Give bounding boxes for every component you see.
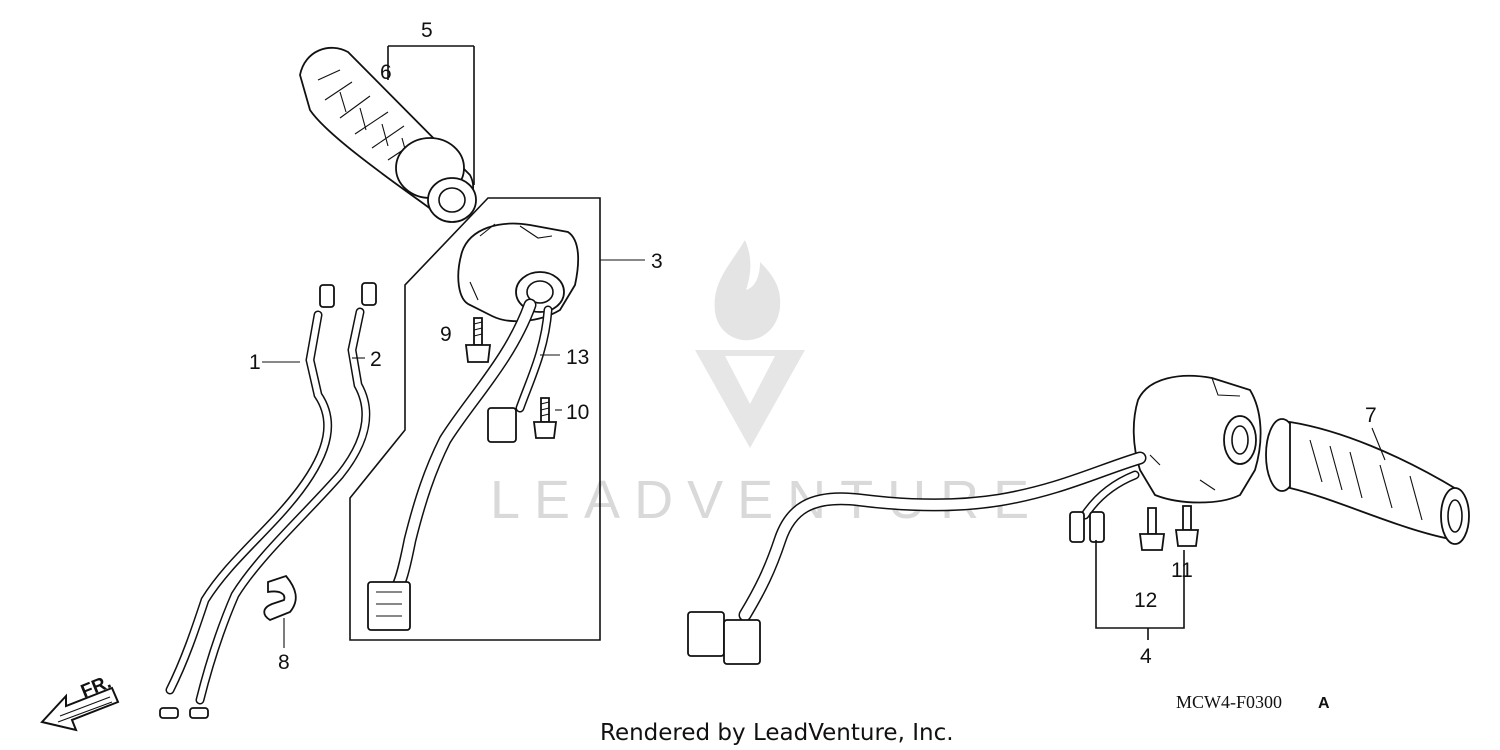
screw-part-10 (532, 397, 558, 439)
left-switch-housing-part-3 (349, 197, 601, 641)
callout-7: 7 (1365, 404, 1377, 427)
callout-13: 13 (566, 346, 589, 369)
diagram-code-suffix: A (1318, 695, 1330, 712)
callout-10: 10 (566, 401, 589, 424)
callout-1: 1 (249, 351, 261, 374)
diagram-code: MCW4-F0300 (1176, 692, 1282, 712)
left-wire-harness (367, 298, 553, 631)
callout-6: 6 (380, 61, 392, 84)
screw-part-11 (1174, 505, 1200, 547)
left-grip-part-6 (299, 47, 477, 223)
callout-11: 11 (1171, 559, 1193, 582)
callout-2: 2 (370, 348, 382, 371)
front-direction-arrow: FR. (40, 672, 120, 732)
credit-line: Rendered by LeadVenture, Inc. (600, 720, 954, 746)
throttle-cables-part-1-2 (159, 282, 377, 719)
right-wire-harness (687, 451, 1147, 665)
callout-3: 3 (651, 250, 663, 273)
leader-lines (262, 45, 1386, 648)
cable-clip-part-8 (263, 574, 297, 622)
callout-4: 4 (1140, 645, 1152, 668)
screw-part-12 (1138, 507, 1166, 551)
callout-9: 9 (440, 323, 452, 346)
callout-12: 12 (1134, 589, 1157, 612)
right-grip-part-7 (1265, 418, 1470, 545)
callout-8: 8 (278, 651, 290, 674)
screw-part-9 (464, 317, 492, 363)
callout-5: 5 (421, 19, 433, 42)
right-switch-housing-part-4 (1132, 374, 1262, 504)
